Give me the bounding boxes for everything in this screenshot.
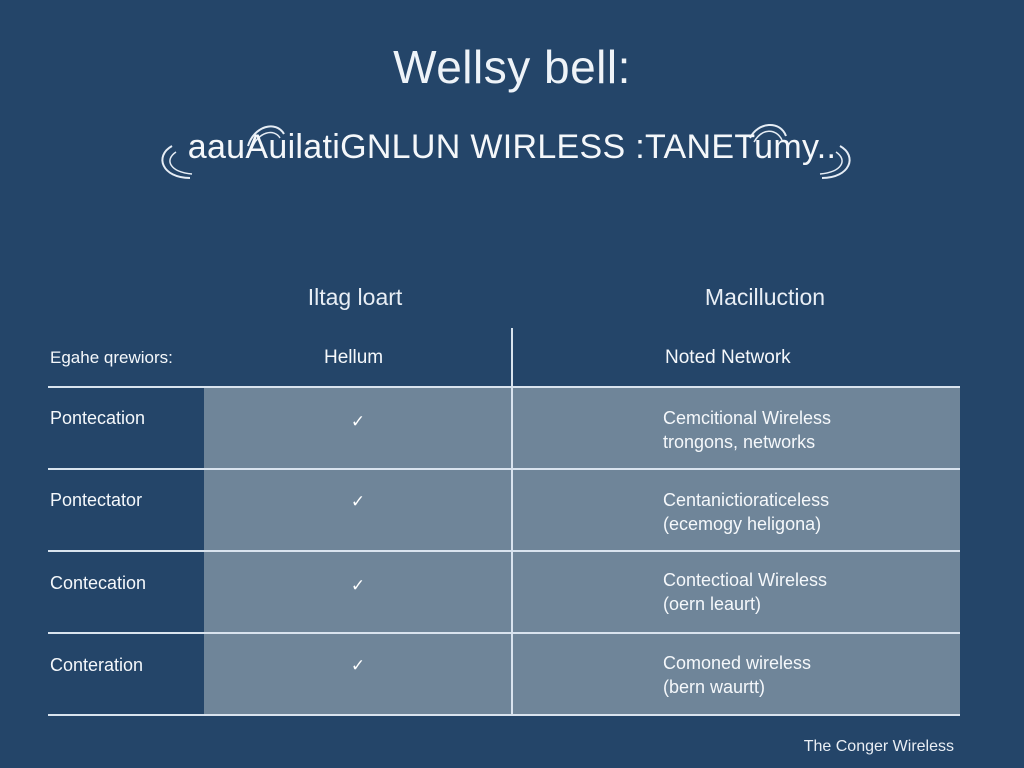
column-heading-left: Iltag loart <box>307 284 403 310</box>
row-rule <box>48 468 960 470</box>
row-description: Comoned wireless (bern waurtt) <box>663 653 812 697</box>
page-subtitle: aauAuilatiGNLUN WIRLESS :TANETumy.. <box>187 128 837 166</box>
comparison-table: Egahe qrewiors: Hellum Noted Network Pon… <box>48 328 960 716</box>
footer-credit: The Conger Wireless <box>803 738 954 755</box>
table-header-col2: Noted Network <box>665 347 791 368</box>
row-rule <box>48 632 960 634</box>
row-label: Pontecation <box>50 408 146 428</box>
table-header-col1: Hellum <box>324 347 384 368</box>
check-icon: ✓ <box>350 412 366 431</box>
table-shaded-area <box>204 388 960 716</box>
check-icon: ✓ <box>350 576 366 595</box>
page-title: Wellsy bell: <box>393 41 631 93</box>
row-label: Pontectator <box>50 490 143 510</box>
column-heading-right: Macilluction <box>704 284 826 310</box>
table-header-label: Egahe qrewiors: <box>50 348 173 367</box>
swirl-mid-right-icon <box>749 124 787 143</box>
row-rule <box>48 714 960 716</box>
swirl-mid-left-icon <box>247 125 285 149</box>
row-rule <box>48 550 960 552</box>
row-label: Contecation <box>50 573 147 593</box>
check-icon: ✓ <box>350 656 366 675</box>
check-icon: ✓ <box>350 492 366 511</box>
row-label: Conteration <box>50 655 144 675</box>
row-rule <box>48 386 960 388</box>
column-divider <box>511 328 513 716</box>
row-description: Contectioal Wireless (oern leaurt) <box>663 570 828 614</box>
swirl-right-icon <box>819 145 851 179</box>
row-description: Centanictioraticeless (ecemogy heligona) <box>663 490 830 534</box>
row-description: Cemcitional Wireless trongons, networks <box>663 408 832 452</box>
swirl-left-icon <box>161 145 193 179</box>
